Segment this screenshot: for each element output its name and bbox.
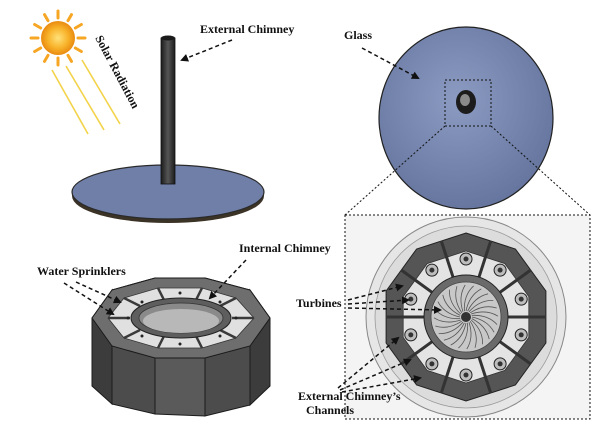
sun-icon bbox=[29, 9, 87, 67]
turbines-label: Turbines bbox=[296, 296, 342, 310]
external-chimney bbox=[160, 35, 176, 185]
turbines-arrows bbox=[347, 283, 442, 314]
external-chimneys-channels-label-line1: External Chimney’s bbox=[298, 389, 401, 403]
internal-chimney-label: Internal Chimney bbox=[239, 241, 331, 255]
external-chimney-arrow bbox=[180, 39, 233, 62]
chimney-cross-section-detail bbox=[344, 214, 591, 420]
solar-radiation-rays bbox=[51, 59, 121, 135]
zoom-box bbox=[444, 79, 492, 127]
water-sprinklers-arrows bbox=[63, 281, 122, 316]
glass-label: Glass bbox=[344, 28, 372, 42]
tower-3d-section bbox=[91, 277, 271, 417]
external-chimney-label: External Chimney bbox=[200, 22, 294, 36]
glass-arrow bbox=[361, 47, 420, 79]
internal-chimney-arrow bbox=[208, 259, 247, 300]
channels-arrows bbox=[337, 336, 422, 393]
glass-disc bbox=[378, 26, 554, 210]
water-sprinklers-label: Water Sprinklers bbox=[37, 264, 126, 278]
external-chimneys-channels-label-line2: Channels bbox=[306, 403, 354, 417]
solar-radiation-label: Solar Radiation bbox=[92, 33, 142, 111]
